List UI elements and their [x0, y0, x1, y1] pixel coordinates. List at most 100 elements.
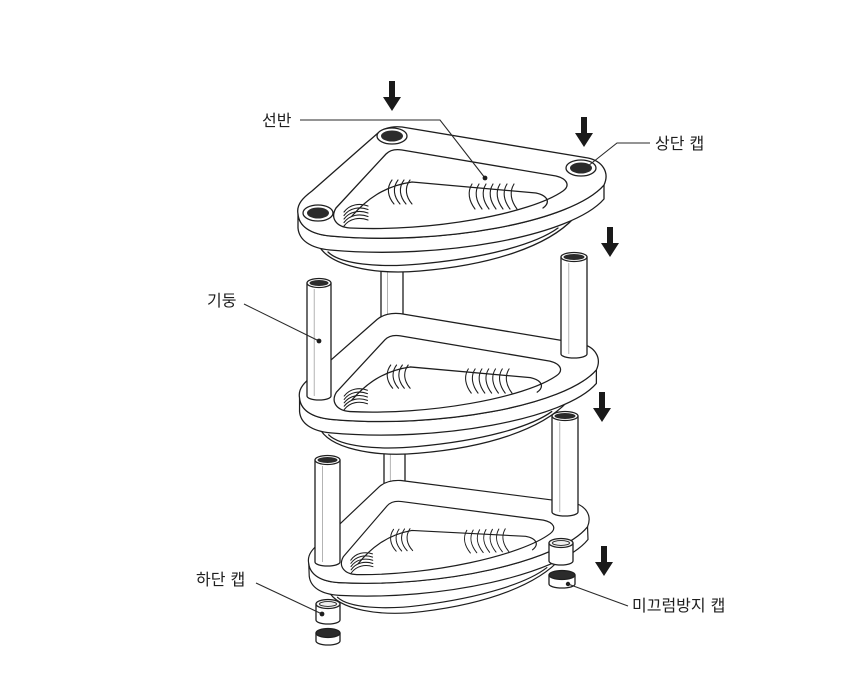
bottom-cap-left — [315, 598, 341, 625]
shelf-opening — [340, 500, 555, 576]
callouts: 선반 상단 캡 기둥 하단 캡 미끄럼방지 캡 — [196, 111, 725, 617]
drain-rib — [401, 528, 408, 552]
drain-rib — [496, 183, 504, 210]
drain-rib — [464, 529, 471, 554]
drain-rib — [505, 368, 513, 394]
drain-rib — [395, 528, 403, 552]
top-cap — [302, 204, 334, 222]
cap-top-ring — [552, 540, 570, 546]
drain-rib — [343, 391, 368, 400]
cap-top — [315, 627, 341, 639]
bottom-cap-right — [548, 537, 574, 566]
pillar-top-hole — [309, 280, 329, 286]
drain-rib — [470, 529, 478, 554]
drain-rib — [406, 528, 414, 552]
top-cap-face — [570, 162, 592, 174]
drain-rib — [398, 364, 405, 389]
cap-top-ring — [319, 601, 337, 607]
drain-rib — [343, 210, 369, 220]
drain-rib — [468, 183, 476, 210]
drain-rib — [350, 555, 374, 564]
shelf-opening — [333, 334, 562, 413]
drain-rib — [471, 368, 479, 394]
drain-rib — [350, 561, 374, 571]
pillar-body — [314, 459, 341, 567]
assembly-arrows — [383, 81, 619, 576]
shelf-top — [297, 126, 607, 273]
drain-rib — [404, 364, 411, 389]
arrow-down-icon — [575, 117, 593, 147]
leader-dot — [482, 175, 488, 181]
callout-shelf: 선반 — [262, 111, 488, 181]
drain-rib — [482, 183, 490, 210]
drain-rib — [405, 179, 413, 205]
cap-top — [548, 569, 576, 581]
callout-top-cap: 상단 캡 — [587, 134, 704, 167]
drain-rib — [478, 368, 486, 394]
pillar-bottom-right — [551, 410, 579, 517]
label-anti-slip-cap: 미끄럼방지 캡 — [632, 596, 725, 615]
pillar-top-hole — [317, 457, 338, 463]
callout-bottom-cap: 하단 캡 — [196, 570, 325, 617]
leader-line — [567, 583, 629, 607]
pillar-bottom-left — [314, 454, 341, 567]
label-top-cap: 상단 캡 — [655, 134, 704, 153]
top-cap — [565, 159, 597, 177]
label-bottom-cap: 하단 캡 — [196, 570, 245, 589]
callout-anti-slip-cap: 미끄럼방지 캡 — [565, 581, 725, 615]
drain-rib — [499, 368, 506, 394]
drain-rib — [510, 183, 518, 210]
shelf-bottom — [307, 479, 590, 614]
cap-body — [548, 542, 574, 566]
drain-rib — [476, 529, 484, 554]
drain-rib — [343, 388, 368, 397]
leader-line — [587, 142, 650, 167]
shelf-basin-lip — [336, 566, 548, 609]
anti-slip-cap-left — [315, 627, 341, 646]
top-cap — [376, 127, 408, 145]
drain-rib — [343, 394, 368, 404]
callout-pillar: 기둥 — [207, 291, 322, 344]
drain-rib — [503, 183, 511, 210]
leader-line — [300, 119, 486, 179]
drain-rib — [343, 214, 369, 224]
shelf-basin-lip — [327, 227, 559, 267]
shelf-floor-edge — [351, 181, 548, 217]
shelf-middle — [298, 312, 599, 455]
drain-rib — [489, 183, 497, 210]
shelf-basin-lip — [328, 410, 553, 449]
drain-rib — [465, 368, 472, 394]
label-pillar: 기둥 — [207, 291, 236, 310]
arrow-down-icon — [601, 227, 619, 257]
drain-rib — [485, 368, 493, 394]
drain-rib — [343, 398, 368, 407]
label-shelf: 선반 — [262, 111, 292, 130]
drain-rib — [350, 558, 374, 568]
drain-rib — [399, 179, 407, 205]
drain-rib — [343, 217, 369, 227]
arrow-down-icon — [593, 392, 611, 422]
leader-dot — [319, 611, 325, 617]
cap-body — [315, 603, 341, 625]
pillar-body — [551, 415, 579, 517]
leader-line — [243, 303, 320, 342]
drain-rib — [343, 401, 368, 411]
drain-rib — [483, 529, 491, 553]
top-cap-face — [307, 207, 329, 219]
drain-rib — [492, 368, 499, 394]
drain-rib — [496, 528, 503, 553]
drain-rib — [502, 528, 510, 553]
top-cap-face — [381, 130, 403, 142]
drain-rib — [350, 565, 374, 574]
drain-rib — [386, 364, 394, 389]
pillar-body — [560, 256, 588, 359]
drain-rib — [387, 179, 395, 205]
leader-line — [255, 582, 323, 615]
leader-dot — [316, 338, 322, 344]
arrow-down-icon — [595, 546, 613, 576]
pillar-top-hole — [563, 254, 585, 260]
drain-rib — [392, 364, 400, 389]
drain-rib — [343, 207, 369, 217]
drain-rib — [475, 183, 483, 210]
